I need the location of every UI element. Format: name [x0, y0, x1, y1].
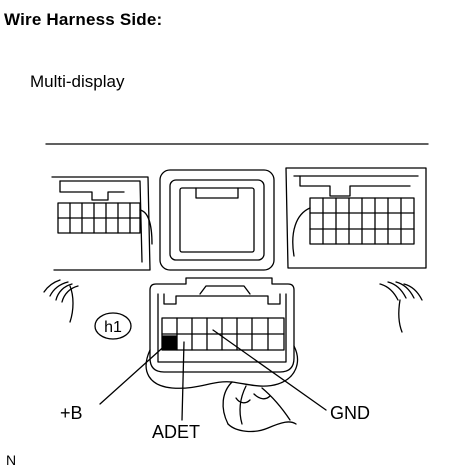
- label-adet: ADET: [152, 422, 200, 442]
- connector-h1: [149, 277, 295, 373]
- right-connector: [285, 167, 427, 269]
- label-plus-b: +B: [60, 403, 83, 423]
- center-top-connector: [159, 169, 275, 271]
- component-name: Multi-display: [30, 72, 125, 91]
- left-connector: [51, 176, 153, 271]
- leader-gnd: [212, 329, 327, 411]
- panel-hatching-left: [43, 279, 79, 323]
- label-gnd: GND: [330, 403, 370, 423]
- leader-adet: [181, 341, 185, 421]
- page-title: Wire Harness Side:: [4, 10, 163, 29]
- corner-mark: N: [6, 452, 17, 468]
- panel-hatching-right: [379, 281, 423, 333]
- connector-code-bubble: [94, 312, 132, 340]
- leader-plus-b: [99, 341, 170, 405]
- wire-bundle: [145, 345, 299, 433]
- connector-code: h1: [104, 319, 122, 336]
